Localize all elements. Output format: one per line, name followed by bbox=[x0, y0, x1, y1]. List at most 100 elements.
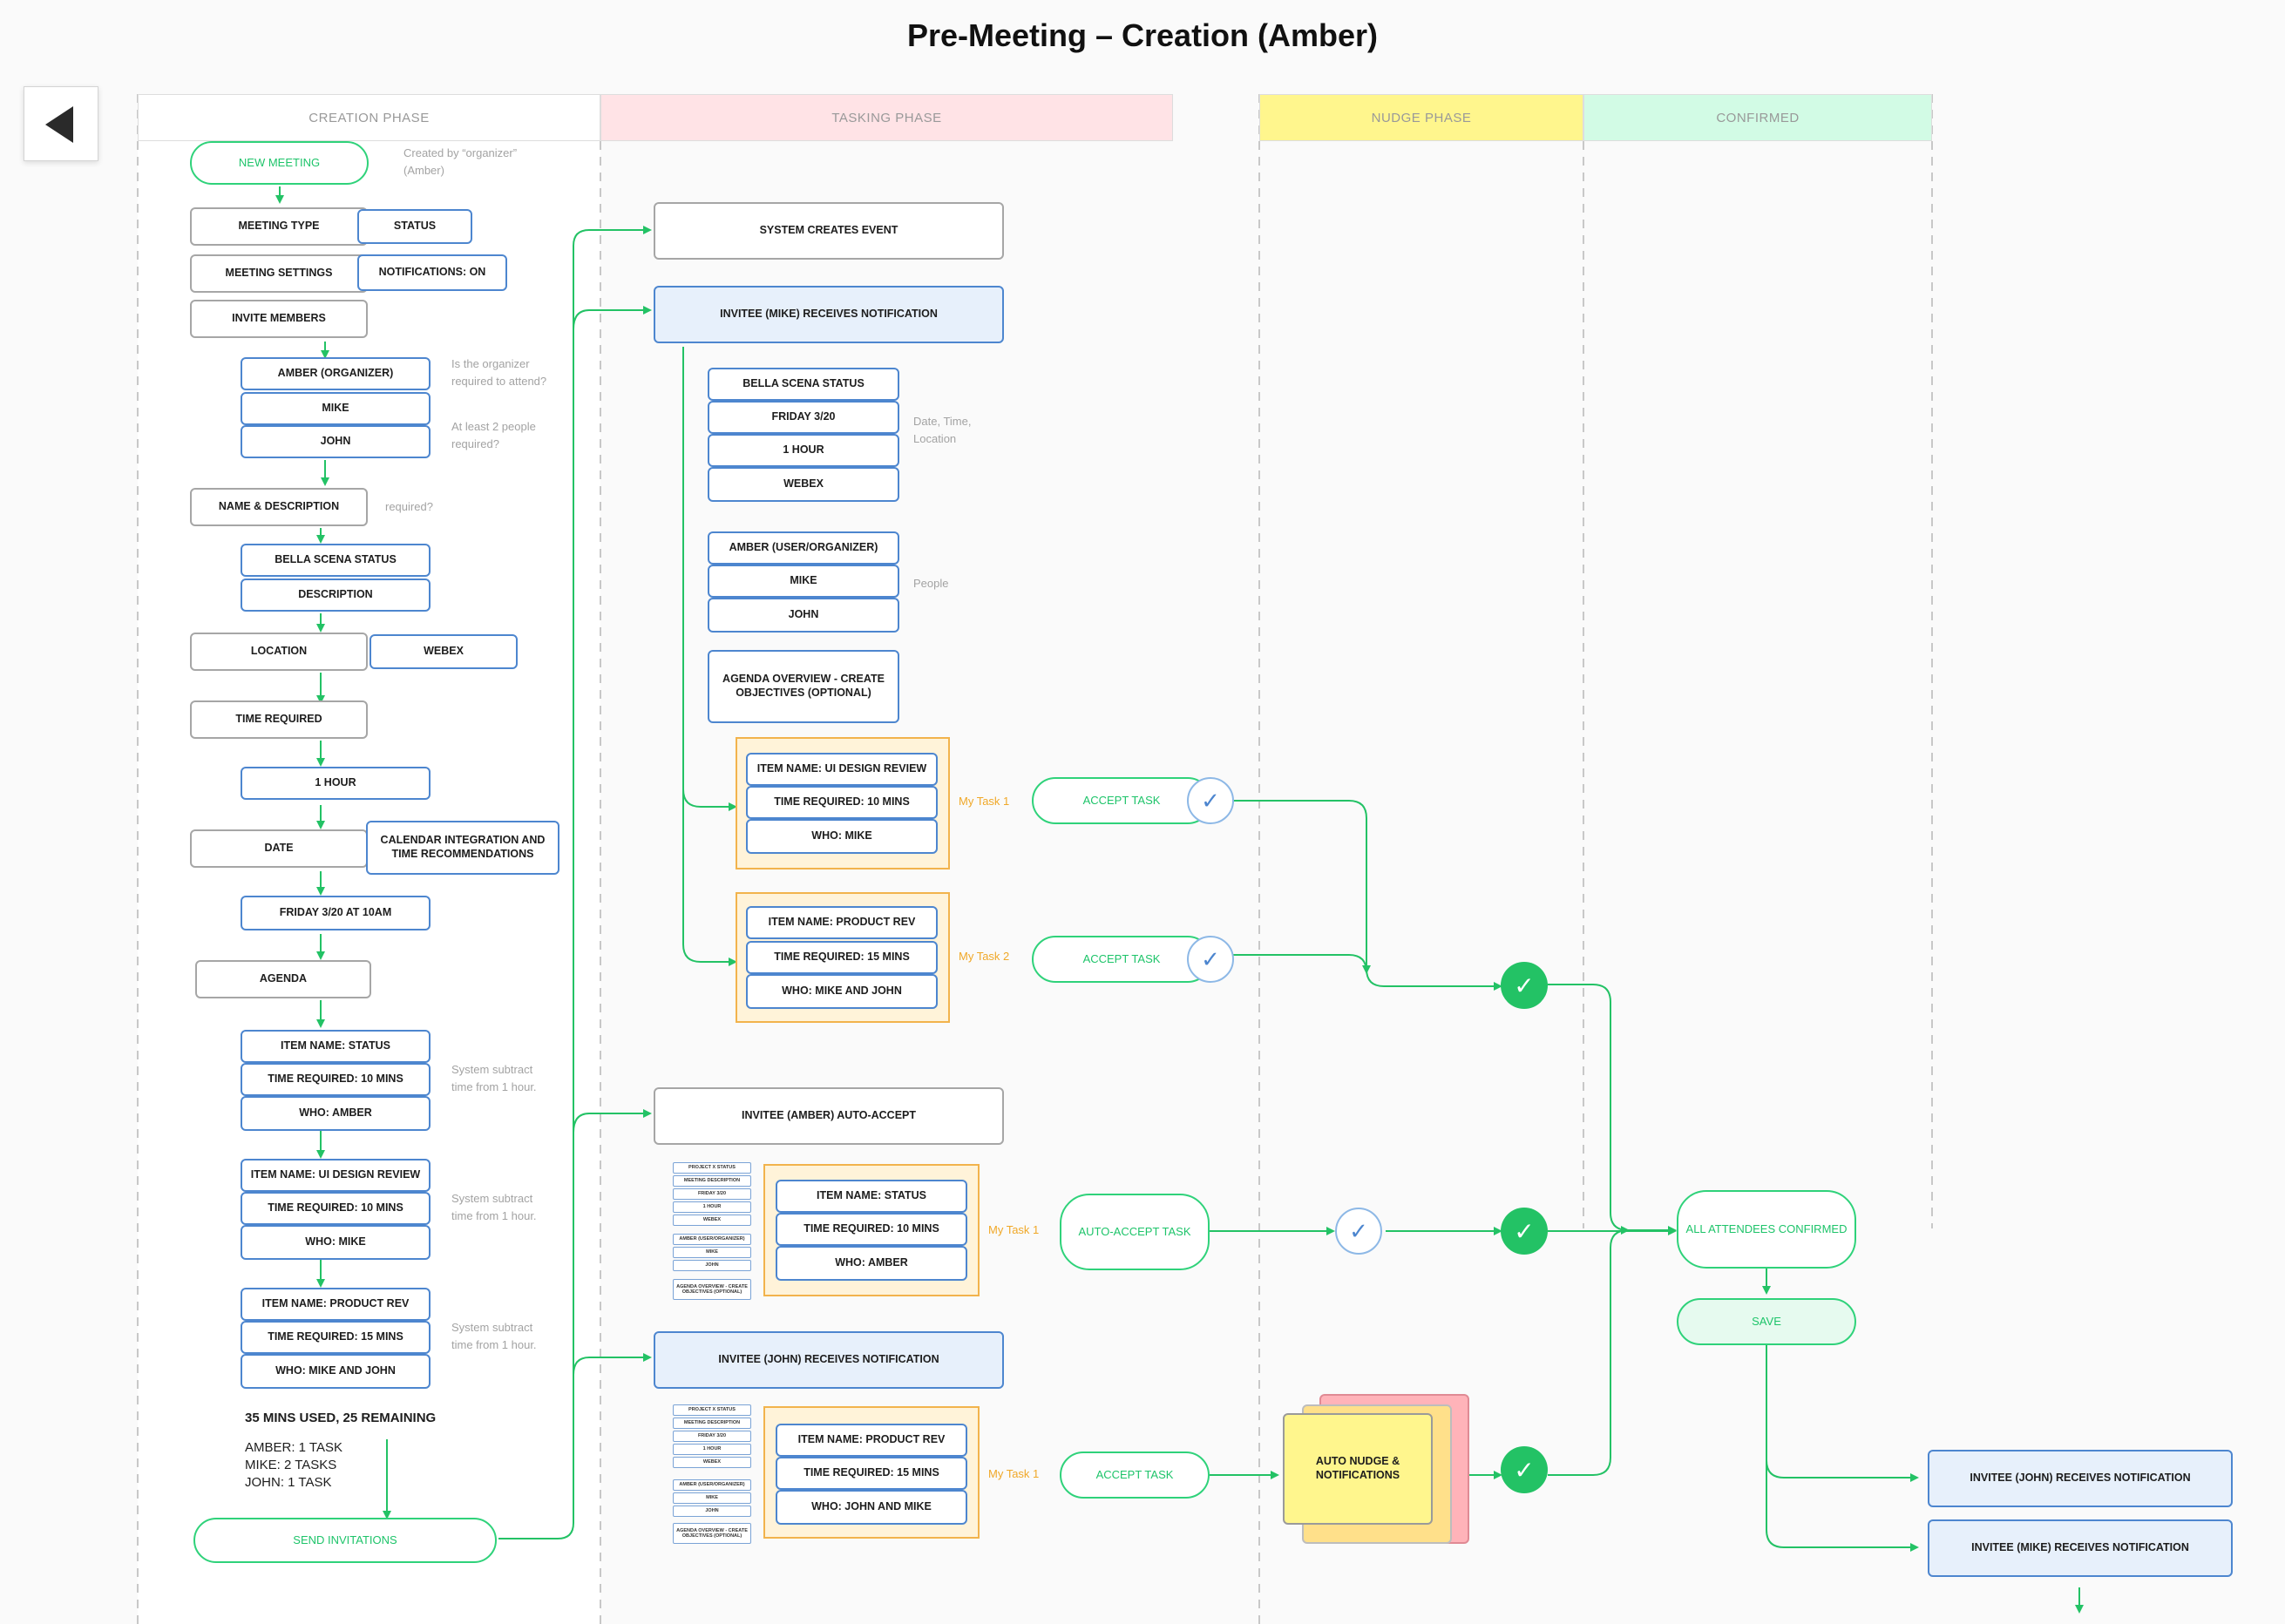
bella-scena-status-box[interactable]: BELLA SCENA STATUS bbox=[241, 544, 431, 577]
mini-item: MIKE bbox=[673, 1247, 751, 1258]
mini-item: PROJECT X STATUS bbox=[673, 1162, 751, 1174]
mt1-item[interactable]: ITEM NAME: UI DESIGN REVIEW bbox=[746, 753, 938, 786]
agenda-box[interactable]: AGENDA bbox=[195, 960, 371, 998]
task-count-mike: MIKE: 2 TASKS bbox=[245, 1458, 337, 1472]
required-note: required? bbox=[385, 500, 433, 513]
two-people-note: At least 2 people required? bbox=[451, 420, 536, 450]
amber-task1-label: My Task 1 bbox=[988, 1223, 1040, 1236]
jt-item[interactable]: ITEM NAME: PRODUCT REV bbox=[776, 1424, 967, 1457]
mini-item: WEBEX bbox=[673, 1457, 751, 1468]
agenda-item-status[interactable]: ITEM NAME: STATUS bbox=[241, 1030, 431, 1063]
people-note: People bbox=[913, 577, 949, 590]
mt2-who[interactable]: WHO: MIKE AND JOHN bbox=[746, 974, 938, 1009]
mt2-time[interactable]: TIME REQUIRED: 15 MINS bbox=[746, 941, 938, 974]
member-amber-organizer[interactable]: AMBER (ORGANIZER) bbox=[241, 357, 431, 390]
t-bella-box[interactable]: BELLA SCENA STATUS bbox=[708, 368, 899, 401]
t-webex-box[interactable]: WEBEX bbox=[708, 467, 899, 502]
john-notification-box[interactable]: INVITEE (JOHN) RECEIVES NOTIFICATION bbox=[654, 1331, 1004, 1389]
friday-date-box[interactable]: FRIDAY 3/20 AT 10AM bbox=[241, 896, 431, 930]
mini-item: PROJECT X STATUS bbox=[673, 1404, 751, 1416]
at-time[interactable]: TIME REQUIRED: 10 MINS bbox=[776, 1213, 967, 1246]
jt-time[interactable]: TIME REQUIRED: 15 MINS bbox=[776, 1457, 967, 1490]
save-button[interactable]: SAVE bbox=[1677, 1298, 1856, 1345]
location-box[interactable]: LOCATION bbox=[190, 633, 368, 671]
agenda-overview-box[interactable]: AGENDA OVERVIEW - CREATE OBJECTIVES (OPT… bbox=[708, 650, 899, 723]
check-circle-icon: ✓ bbox=[1501, 962, 1548, 1009]
check-outline-icon: ✓ bbox=[1187, 936, 1234, 983]
mike-task2-label: My Task 2 bbox=[959, 950, 1010, 963]
back-arrow-icon[interactable] bbox=[24, 86, 98, 161]
calendar-integration-box[interactable]: CALENDAR INTEGRATION AND TIME RECOMMENDA… bbox=[366, 821, 559, 875]
at-item[interactable]: ITEM NAME: STATUS bbox=[776, 1180, 967, 1213]
agenda-time-product-rev[interactable]: TIME REQUIRED: 15 MINS bbox=[241, 1321, 431, 1354]
date-time-location-note: Date, Time, Location bbox=[913, 415, 972, 445]
agenda-item-product-rev[interactable]: ITEM NAME: PRODUCT REV bbox=[241, 1288, 431, 1321]
amber-auto-accept-box[interactable]: INVITEE (AMBER) AUTO-ACCEPT bbox=[654, 1087, 1004, 1145]
time-required-box[interactable]: TIME REQUIRED bbox=[190, 700, 368, 739]
notifications-box[interactable]: NOTIFICATIONS: ON bbox=[357, 254, 507, 291]
mt2-item[interactable]: ITEM NAME: PRODUCT REV bbox=[746, 906, 938, 939]
check-outline-icon: ✓ bbox=[1335, 1208, 1382, 1255]
status-box[interactable]: STATUS bbox=[357, 209, 472, 244]
mt1-time[interactable]: TIME REQUIRED: 10 MINS bbox=[746, 786, 938, 819]
subtract-note-3: System subtract time from 1 hour. bbox=[451, 1321, 537, 1351]
agenda-who-status[interactable]: WHO: AMBER bbox=[241, 1096, 431, 1131]
auto-nudge-box[interactable]: AUTO NUDGE & NOTIFICATIONS bbox=[1283, 1413, 1433, 1525]
mike-notification-box[interactable]: INVITEE (MIKE) RECEIVES NOTIFICATION bbox=[654, 286, 1004, 343]
member-mike[interactable]: MIKE bbox=[241, 392, 431, 425]
lane-nudge-phase: NUDGE PHASE bbox=[1259, 94, 1583, 141]
accept-task-2-button[interactable]: ACCEPT TASK bbox=[1032, 936, 1211, 983]
t-friday-box[interactable]: FRIDAY 3/20 bbox=[708, 401, 899, 434]
t-mike-box[interactable]: MIKE bbox=[708, 565, 899, 598]
agenda-who-ui-design[interactable]: WHO: MIKE bbox=[241, 1225, 431, 1260]
member-john[interactable]: JOHN bbox=[241, 425, 431, 458]
system-creates-event-box[interactable]: SYSTEM CREATES EVENT bbox=[654, 202, 1004, 260]
accept-task-1-button[interactable]: ACCEPT TASK bbox=[1032, 777, 1211, 824]
jt-who[interactable]: WHO: JOHN AND MIKE bbox=[776, 1490, 967, 1525]
mini-item: MIKE bbox=[673, 1492, 751, 1504]
meeting-settings-box[interactable]: MEETING SETTINGS bbox=[190, 254, 368, 293]
check-outline-icon: ✓ bbox=[1187, 777, 1234, 824]
john-task1-label: My Task 1 bbox=[988, 1467, 1040, 1480]
t-hour-box[interactable]: 1 HOUR bbox=[708, 434, 899, 467]
check-circle-icon: ✓ bbox=[1501, 1446, 1548, 1493]
at-who[interactable]: WHO: AMBER bbox=[776, 1246, 967, 1281]
mini-item: FRIDAY 3/20 bbox=[673, 1431, 751, 1442]
agenda-time-ui-design[interactable]: TIME REQUIRED: 10 MINS bbox=[241, 1192, 431, 1225]
mini-item: 1 HOUR bbox=[673, 1444, 751, 1455]
created-by-note: Created by “organizer” (Amber) bbox=[403, 146, 518, 177]
webex-box[interactable]: WEBEX bbox=[370, 634, 518, 669]
new-meeting-button[interactable]: NEW MEETING bbox=[190, 141, 369, 185]
agenda-time-status[interactable]: TIME REQUIRED: 10 MINS bbox=[241, 1063, 431, 1096]
nudge-lane bbox=[1259, 94, 1583, 1227]
mini-item: WEBEX bbox=[673, 1215, 751, 1226]
name-description-box[interactable]: NAME & DESCRIPTION bbox=[190, 488, 368, 526]
date-box[interactable]: DATE bbox=[190, 829, 368, 868]
mt1-who[interactable]: WHO: MIKE bbox=[746, 819, 938, 854]
accept-task-john-button[interactable]: ACCEPT TASK bbox=[1060, 1451, 1210, 1499]
send-invitations-button[interactable]: SEND INVITATIONS bbox=[193, 1518, 497, 1563]
description-box[interactable]: DESCRIPTION bbox=[241, 579, 431, 612]
lane-tasking-phase: TASKING PHASE bbox=[600, 94, 1173, 141]
mini-item: AMBER (USER/ORGANIZER) bbox=[673, 1234, 751, 1245]
lane-confirmed: CONFIRMED bbox=[1583, 94, 1932, 141]
mini-item: JOHN bbox=[673, 1506, 751, 1517]
agenda-item-ui-design[interactable]: ITEM NAME: UI DESIGN REVIEW bbox=[241, 1159, 431, 1192]
all-attendees-confirmed: ALL ATTENDEES CONFIRMED bbox=[1677, 1190, 1856, 1269]
one-hour-box[interactable]: 1 HOUR bbox=[241, 767, 431, 800]
t-amber-box[interactable]: AMBER (USER/ORGANIZER) bbox=[708, 531, 899, 565]
mini-item: FRIDAY 3/20 bbox=[673, 1188, 751, 1200]
auto-accept-task-button[interactable]: AUTO-ACCEPT TASK bbox=[1060, 1194, 1210, 1270]
t-john-box[interactable]: JOHN bbox=[708, 598, 899, 633]
check-circle-icon: ✓ bbox=[1501, 1208, 1548, 1255]
agenda-who-product-rev[interactable]: WHO: MIKE AND JOHN bbox=[241, 1354, 431, 1389]
confirmed-john-notification[interactable]: INVITEE (JOHN) RECEIVES NOTIFICATION bbox=[1928, 1450, 2233, 1507]
confirmed-mike-notification[interactable]: INVITEE (MIKE) RECEIVES NOTIFICATION bbox=[1928, 1519, 2233, 1577]
mini-event-card-john: PROJECT X STATUS MEETING DESCRIPTION FRI… bbox=[673, 1404, 751, 1544]
meeting-type-box[interactable]: MEETING TYPE bbox=[190, 207, 368, 246]
organizer-question-note: Is the organizer required to attend? bbox=[451, 357, 547, 388]
subtract-note-1: System subtract time from 1 hour. bbox=[451, 1063, 537, 1093]
subtract-note-2: System subtract time from 1 hour. bbox=[451, 1192, 537, 1222]
invite-members-box[interactable]: INVITE MEMBERS bbox=[190, 300, 368, 338]
